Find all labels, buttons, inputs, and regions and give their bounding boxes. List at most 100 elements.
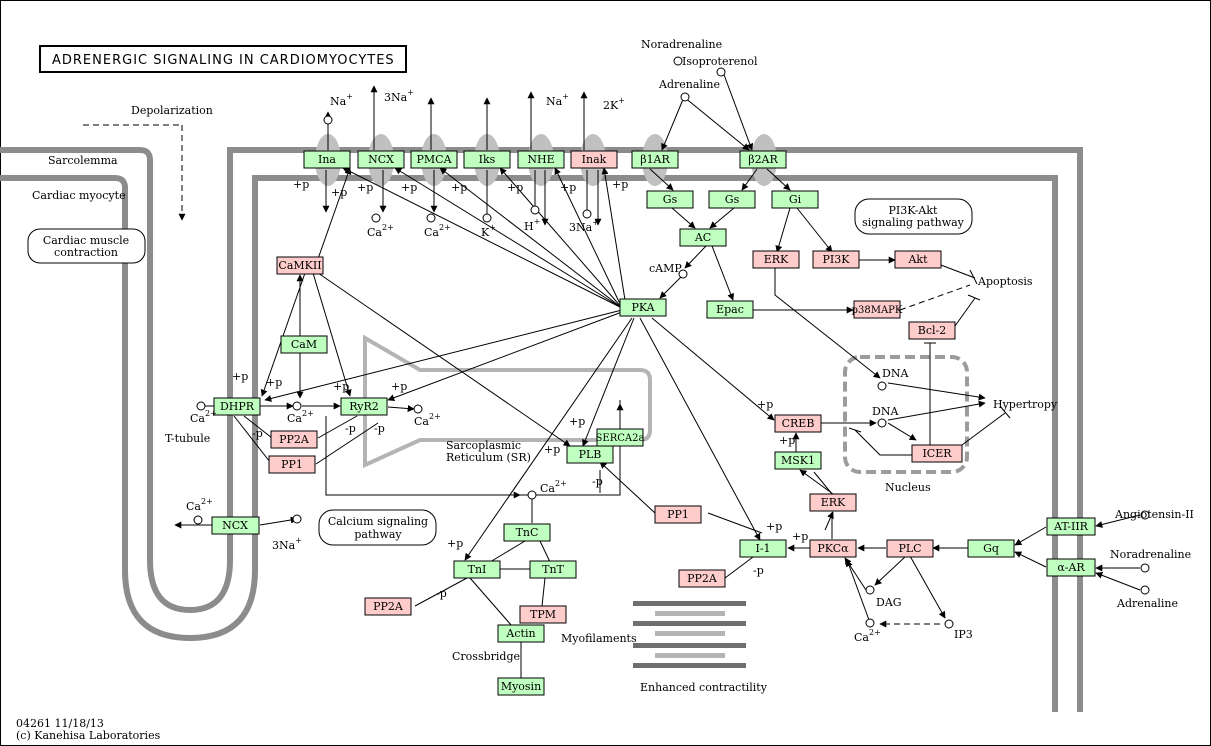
- gene-alpha-ar[interactable]: α-AR: [1046, 558, 1096, 577]
- gene-i1[interactable]: I-1: [739, 539, 787, 558]
- gene-dhpr[interactable]: DHPR: [213, 397, 261, 416]
- gene-erk-1[interactable]: ERK: [752, 250, 800, 269]
- svg-text:2K+: 2K+: [603, 96, 625, 112]
- svg-text:NHE: NHE: [527, 153, 554, 166]
- phosphorylation-marks: +p +p +p +p +p +p +p +p +p +p +p +p -p -…: [232, 178, 808, 600]
- svg-text:Apoptosis: Apoptosis: [977, 275, 1033, 288]
- gene-tni[interactable]: TnI: [453, 560, 501, 579]
- svg-text:contraction: contraction: [54, 246, 118, 259]
- footer: 04261 11/18/13 (c) Kanehisa Laboratories: [16, 717, 161, 742]
- gene-gs-1[interactable]: Gs: [646, 190, 694, 209]
- svg-text:pathway: pathway: [354, 528, 402, 541]
- gene-pmca[interactable]: PMCA: [410, 150, 458, 169]
- gene-ac[interactable]: AC: [679, 228, 727, 247]
- svg-text:Myofilaments: Myofilaments: [561, 632, 637, 645]
- gene-icer[interactable]: ICER: [911, 444, 963, 463]
- gene-pp1-1[interactable]: PP1: [268, 455, 316, 474]
- svg-text:+p: +p: [792, 530, 808, 543]
- gene-p38mapk[interactable]: p38MAPK: [852, 300, 903, 319]
- gene-ncx-bottom[interactable]: NCX: [211, 516, 260, 535]
- gene-plb[interactable]: PLB: [566, 445, 614, 464]
- svg-text:Ca2+: Ca2+: [540, 479, 567, 495]
- gene-ncx-top[interactable]: NCX: [357, 150, 405, 169]
- gene-ina[interactable]: Ina: [303, 150, 351, 169]
- gene-serca2a[interactable]: SERCA2a: [596, 428, 645, 447]
- svg-text:3Na+: 3Na+: [272, 536, 302, 552]
- gene-pp1-2[interactable]: PP1: [654, 505, 702, 524]
- svg-text:+p: +p: [560, 181, 576, 194]
- gene-akt[interactable]: Akt: [894, 250, 942, 269]
- svg-text:Bcl-2: Bcl-2: [918, 324, 946, 337]
- gene-plc[interactable]: PLC: [886, 539, 934, 558]
- svg-text:Depolarization: Depolarization: [131, 104, 213, 117]
- svg-text:+p: +p: [357, 181, 373, 194]
- svg-text:-p: -p: [345, 422, 356, 435]
- gene-inak[interactable]: Inak: [570, 150, 618, 169]
- gene-pkca[interactable]: PKCα: [809, 539, 857, 558]
- gene-pi3k[interactable]: PI3K: [812, 250, 860, 269]
- gene-pp2a-1[interactable]: PP2A: [270, 430, 318, 449]
- gene-msk1[interactable]: MSK1: [774, 451, 822, 470]
- svg-text:ICER: ICER: [922, 447, 952, 460]
- gene-gi[interactable]: Gi: [771, 190, 819, 209]
- gene-at-iir[interactable]: AT-IIR: [1046, 517, 1096, 536]
- gene-camkii[interactable]: CaMKII: [276, 256, 324, 275]
- gene-gq[interactable]: Gq: [967, 539, 1015, 558]
- gene-tnc[interactable]: TnC: [503, 523, 551, 542]
- svg-text:ADRENERGIC SIGNALING IN CARDIO: ADRENERGIC SIGNALING IN CARDIOMYOCYTES: [52, 53, 395, 68]
- svg-text:AC: AC: [694, 231, 711, 244]
- svg-text:Ca2+: Ca2+: [367, 223, 394, 239]
- svg-text:Myosin: Myosin: [501, 680, 541, 693]
- gene-myosin[interactable]: Myosin: [497, 677, 545, 696]
- svg-text:cAMP: cAMP: [649, 262, 682, 275]
- svg-text:-p: -p: [436, 587, 447, 600]
- svg-text:Isoproterenol: Isoproterenol: [682, 55, 758, 68]
- svg-text:+p: +p: [757, 398, 773, 411]
- svg-text:α-AR: α-AR: [1057, 561, 1085, 574]
- svg-text:Angiotensin-II: Angiotensin-II: [1114, 508, 1194, 521]
- svg-text:PMCA: PMCA: [416, 153, 452, 166]
- pathway-link-calcium-signaling[interactable]: Calcium signaling pathway: [318, 509, 437, 546]
- pathway-link-pi3k-akt[interactable]: PI3K-Akt signaling pathway: [854, 198, 973, 235]
- svg-text:MSK1: MSK1: [781, 454, 815, 467]
- svg-text:Ca2+: Ca2+: [190, 409, 217, 425]
- gene-pp2a-3[interactable]: PP2A: [678, 569, 726, 588]
- gene-pp2a-2[interactable]: PP2A: [364, 597, 412, 616]
- pathway-link-cardiac-muscle-contraction[interactable]: Cardiac muscle contraction: [27, 228, 146, 264]
- svg-text:+p: +p: [293, 178, 309, 191]
- svg-text:Ina: Ina: [318, 153, 336, 166]
- svg-text:Sarcoplasmic: Sarcoplasmic: [446, 439, 521, 452]
- gene-bcl2[interactable]: Bcl-2: [908, 321, 956, 340]
- svg-text:Epac: Epac: [716, 303, 744, 316]
- svg-text:PP2A: PP2A: [279, 433, 310, 446]
- svg-text:Gq: Gq: [983, 542, 999, 555]
- svg-text:3Na+: 3Na+: [384, 88, 414, 104]
- gene-erk-2[interactable]: ERK: [809, 493, 857, 512]
- gene-cam[interactable]: CaM: [280, 335, 328, 354]
- gene-nhe[interactable]: NHE: [517, 150, 565, 169]
- svg-text:Reticulum (SR): Reticulum (SR): [446, 451, 531, 464]
- gene-b2ar[interactable]: β2AR: [739, 150, 787, 169]
- gene-gs-2[interactable]: Gs: [708, 190, 756, 209]
- svg-text:Sarcolemma: Sarcolemma: [48, 154, 118, 167]
- gene-epac[interactable]: Epac: [706, 300, 754, 319]
- svg-text:PI3K: PI3K: [823, 253, 851, 266]
- svg-text:+p: +p: [507, 181, 523, 194]
- svg-text:K+: K+: [481, 223, 496, 239]
- gene-iks[interactable]: Iks: [463, 150, 511, 169]
- svg-text:Nucleus: Nucleus: [885, 481, 931, 494]
- svg-text:Calcium signaling: Calcium signaling: [328, 515, 428, 528]
- svg-text:-p: -p: [252, 427, 263, 440]
- svg-text:CaM: CaM: [291, 338, 317, 351]
- gene-tnt[interactable]: TnT: [529, 560, 577, 579]
- svg-text:Akt: Akt: [907, 253, 928, 266]
- gene-pka[interactable]: PKA: [619, 298, 667, 317]
- gene-b1ar[interactable]: β1AR: [631, 150, 679, 169]
- svg-text:+p: +p: [331, 186, 347, 199]
- gene-creb[interactable]: CREB: [774, 414, 822, 433]
- svg-text:p38MAPK: p38MAPK: [852, 305, 903, 316]
- gene-ryr2[interactable]: RyR2: [340, 397, 388, 416]
- gene-actin[interactable]: Actin: [497, 624, 545, 643]
- gene-tpm[interactable]: TPM: [519, 605, 567, 624]
